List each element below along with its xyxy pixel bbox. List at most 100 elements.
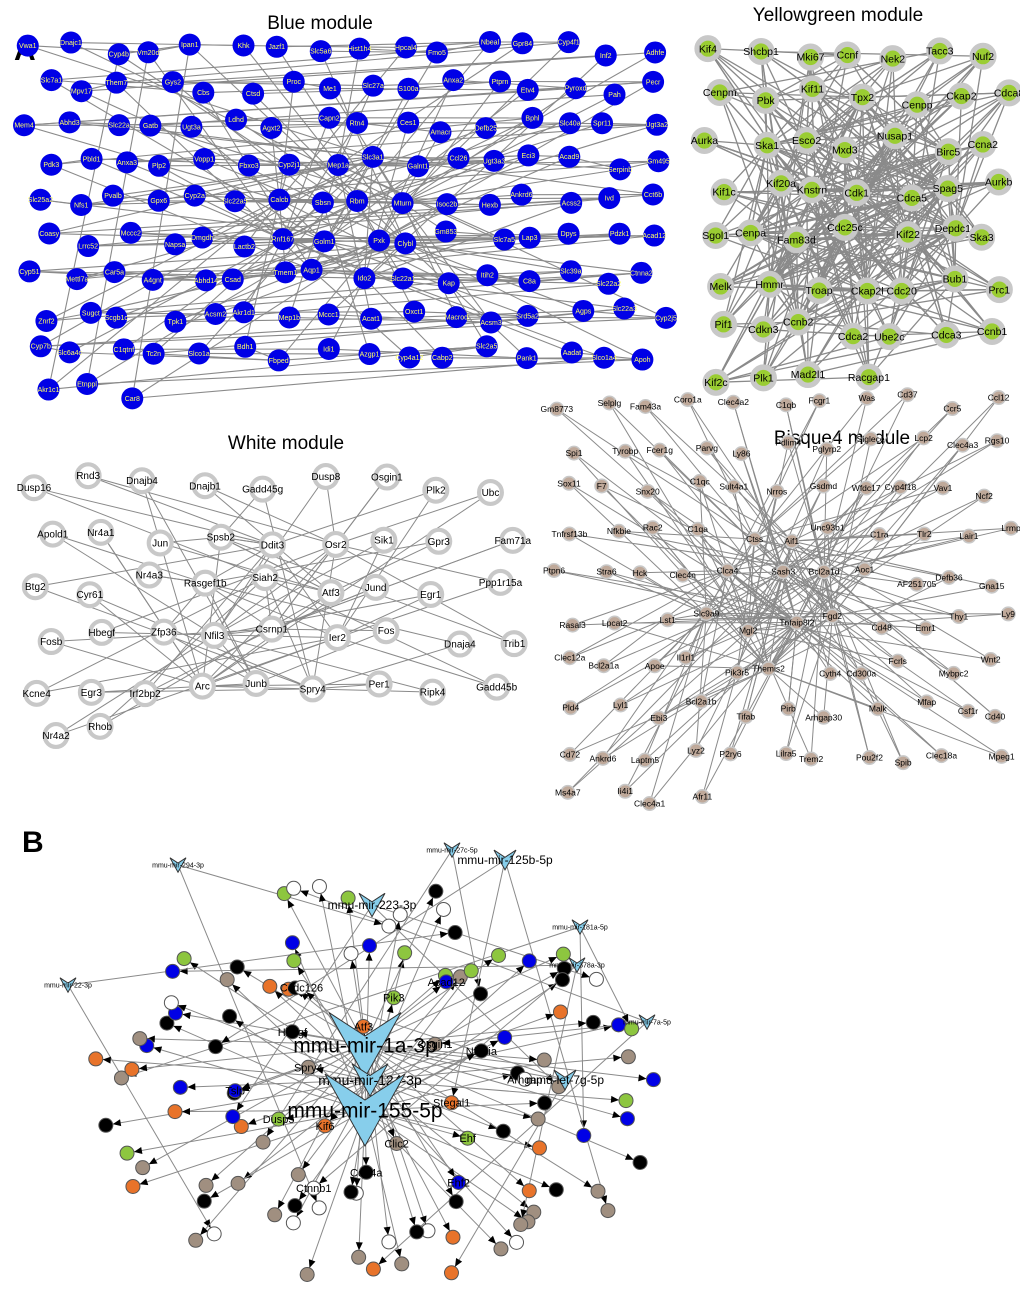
node-label: Rtn4 xyxy=(350,120,365,127)
node-label: Nek2 xyxy=(881,53,906,65)
mirna-arrow-shape xyxy=(571,919,589,936)
node-circle xyxy=(824,667,837,680)
blue-node-plp2: Plp2 xyxy=(147,154,170,177)
node-circle xyxy=(361,145,384,168)
target-circle xyxy=(548,1182,564,1198)
target-circle xyxy=(394,1256,410,1272)
blue-node-pah: Pah xyxy=(603,83,626,106)
node-circle xyxy=(645,113,668,136)
network-edge xyxy=(402,202,492,323)
white-node-fam71a: Fam71a xyxy=(494,526,532,554)
mirna-arrow-shape xyxy=(328,1012,402,1079)
network-edge xyxy=(831,444,964,617)
node-label: Sugct xyxy=(82,310,100,317)
node-circle xyxy=(18,260,41,283)
mirna-edge xyxy=(364,953,564,1046)
edge-arrowhead xyxy=(349,960,357,969)
node-circle xyxy=(691,523,704,536)
node-label: Was xyxy=(858,393,875,403)
blue-node-etv4: Etv4 xyxy=(516,78,539,101)
blue-node-clybl: Clybl xyxy=(394,232,417,255)
node-label: Cenpp xyxy=(902,99,933,111)
edge-arrowhead xyxy=(624,1153,634,1160)
target-circle xyxy=(125,1178,141,1194)
node-label: Car8 xyxy=(125,396,140,403)
target-circle xyxy=(632,1154,648,1170)
network-edge xyxy=(255,630,387,684)
node-label: Hck xyxy=(633,568,648,578)
network-edge xyxy=(823,571,870,758)
node-label: Junb xyxy=(245,679,267,690)
edge-arrowhead xyxy=(297,966,305,976)
node-circle xyxy=(742,224,759,241)
network-edge xyxy=(90,242,406,314)
node-label: Trib1 xyxy=(503,639,526,650)
node-circle xyxy=(855,667,868,680)
target-circle xyxy=(135,1160,151,1176)
mirna-node-mmu-mir-181a-5p: mmu-mir-181a-5p xyxy=(552,919,608,936)
node-label: Rnf167 xyxy=(272,237,295,244)
blue-node-azgp1: Azgp1 xyxy=(358,343,381,366)
edge-arrowhead xyxy=(355,1242,363,1251)
network-edge xyxy=(654,665,769,670)
mirna-node-mmu-mir-7a-5p: mmu-mir-7a-5p xyxy=(623,1014,671,1031)
node-circle xyxy=(267,349,290,372)
node-circle xyxy=(811,282,828,299)
edge-arrowhead xyxy=(513,1210,523,1218)
node-circle xyxy=(426,480,446,500)
blue-node-dmgdh: Dmgdh xyxy=(191,226,214,249)
network-edge xyxy=(243,238,284,313)
bisque4-node-ptpn6: Ptpn6 xyxy=(543,562,565,578)
node-circle xyxy=(255,568,275,587)
blue-node-pvalb: Pvalb xyxy=(101,184,124,207)
network-edge xyxy=(768,541,793,669)
edge-arrowhead xyxy=(387,1128,395,1138)
node-circle xyxy=(563,527,576,540)
mirna-edge xyxy=(288,988,566,1081)
node-label: Cd40 xyxy=(985,711,1006,721)
node-label: Ugt3a xyxy=(182,124,201,131)
mirna-edge xyxy=(95,1058,371,1081)
edge-arrowhead xyxy=(285,1114,294,1122)
edge-arrowhead xyxy=(489,1040,499,1048)
node-label: Pou2f2 xyxy=(856,753,883,763)
node-circle xyxy=(321,583,341,603)
blue-node-napsa: Napsa xyxy=(164,233,187,256)
white-node-jund: Jund xyxy=(362,573,390,601)
bisque4-node-csf1r: Csf1r xyxy=(958,703,978,719)
node-circle xyxy=(614,699,627,711)
network-edge xyxy=(705,400,820,614)
mirna-node-mmu-mir-223-3p: mmu-mir-223-3p xyxy=(328,892,417,918)
target-node xyxy=(229,959,245,975)
network-edge xyxy=(812,88,913,199)
node-circle xyxy=(858,563,871,576)
network-edge xyxy=(144,628,272,695)
node-circle xyxy=(790,313,807,331)
bisque4-node-tnfaip8l2: Tnfaip8l2 xyxy=(779,615,815,631)
bisque4-node-sult4a1: Sult4a1 xyxy=(719,479,748,495)
mirna-nodes: mmu-mir-1a-3pmmu-mir-124-3pmmu-mir-155-5… xyxy=(44,842,671,1148)
bisque4-node-ncf2: Ncf2 xyxy=(975,488,993,504)
edge-arrowhead xyxy=(102,1056,111,1064)
network-edge xyxy=(796,622,942,756)
node-label: Hbegf xyxy=(88,628,115,639)
node-circle xyxy=(974,48,992,65)
white-node-egr3: Egr3 xyxy=(77,678,105,706)
node-label: Mpv17 xyxy=(71,89,92,96)
mirna-node-mmu-mir-27c-5p: mmu-mir-27c-5p xyxy=(426,842,478,859)
node-label: Coro1a xyxy=(674,395,702,405)
node-circle xyxy=(773,175,790,192)
node-label: Depdc1a xyxy=(935,223,977,235)
blue-node-proc: Proc xyxy=(282,70,305,93)
node-label: Slc6a4c xyxy=(57,350,82,357)
network-edge xyxy=(811,181,999,191)
node-circle xyxy=(619,445,632,458)
node-circle xyxy=(1000,84,1018,101)
node-circle xyxy=(59,31,82,54)
target-circle xyxy=(493,1241,509,1257)
node-circle xyxy=(510,183,533,206)
node-circle xyxy=(193,147,216,170)
network-edge xyxy=(747,534,880,632)
node-circle xyxy=(803,181,821,198)
mirna-node-mmu-mir-155-5p: mmu-mir-155-5p xyxy=(287,1073,443,1148)
